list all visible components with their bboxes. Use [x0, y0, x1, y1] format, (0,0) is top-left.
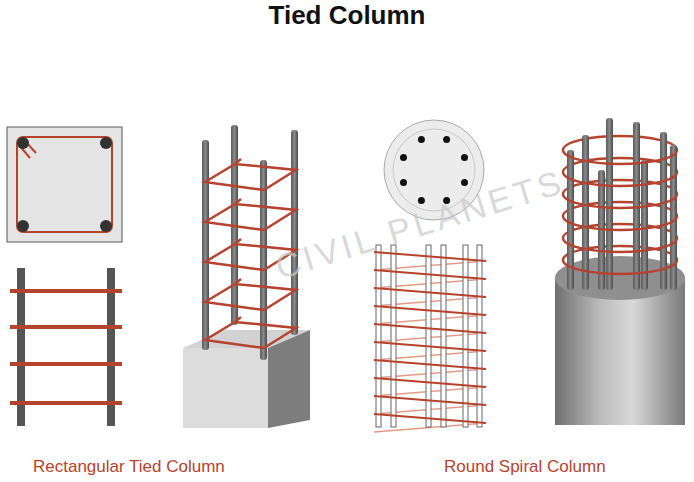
- spiral-front: [563, 260, 677, 274]
- rect-elevation: [10, 268, 122, 426]
- spiral-front: [563, 194, 677, 208]
- bar-dot: [400, 154, 407, 161]
- spiral-front: [563, 216, 677, 230]
- spiral-front: [374, 288, 486, 297]
- column-label: Round Spiral Column: [444, 457, 606, 477]
- rect-section: [7, 127, 122, 242]
- spiral-front: [374, 306, 486, 315]
- longitudinal-bar: [582, 135, 589, 290]
- spiral-elevation: [374, 245, 486, 432]
- spiral-column-3d: [555, 118, 685, 425]
- spiral-back: [563, 136, 677, 150]
- spiral-front: [563, 150, 677, 164]
- spiral-front: [374, 342, 486, 351]
- spiral-front: [374, 360, 486, 369]
- spiral-front: [374, 414, 486, 423]
- tie: [205, 317, 296, 348]
- spiral-front: [563, 172, 677, 186]
- diagram-title: Tied Column: [269, 0, 426, 31]
- bar-dot: [461, 154, 468, 161]
- bar-dot: [400, 179, 407, 186]
- tie: [205, 159, 296, 190]
- column-label: Rectangular Tied Column: [33, 457, 225, 477]
- bar-dot: [461, 179, 468, 186]
- bar-dot: [418, 136, 425, 143]
- spiral-front: [374, 378, 486, 387]
- bar-dot: [443, 136, 450, 143]
- spiral-front: [374, 324, 486, 333]
- spiral-front: [563, 238, 677, 252]
- tie: [205, 199, 296, 230]
- longitudinal-bar: [660, 132, 667, 290]
- spiral-front: [374, 270, 486, 279]
- spiral-front: [374, 396, 486, 405]
- longitudinal-bar: [606, 118, 613, 290]
- longitudinal-bar: [641, 160, 648, 290]
